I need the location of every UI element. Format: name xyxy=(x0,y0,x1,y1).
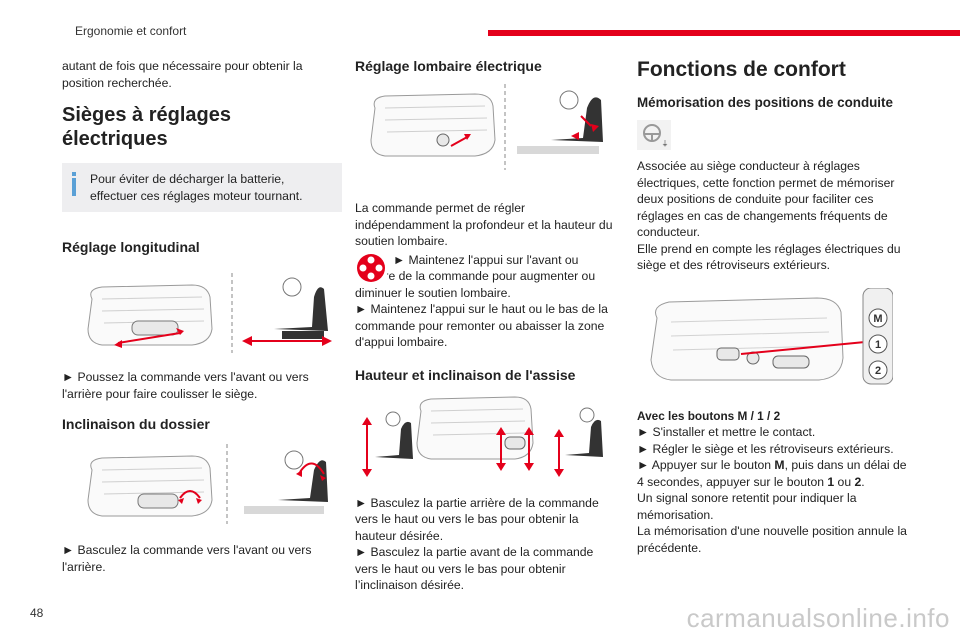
seat-height-illustration xyxy=(355,393,615,485)
header-accent-bar xyxy=(488,30,960,36)
section-header: Ergonomie et confort xyxy=(75,24,187,38)
cancel-text: La mémorisation d'une nouvelle position … xyxy=(637,524,907,555)
info-icon xyxy=(72,172,76,196)
lumbar-instructions: ► Maintenez l'appui sur l'avant ou l'arr… xyxy=(355,251,615,302)
seat-longitudinal-illustration xyxy=(62,269,342,357)
heading-lumbar: Réglage lombaire électrique xyxy=(355,58,542,74)
section-title-comfort: Fonctions de confort xyxy=(637,58,846,81)
column-2: Réglage lombaire électrique La commande … xyxy=(355,58,615,594)
memory-button-m: M xyxy=(873,313,882,325)
battery-note-text: Pour éviter de décharger la batterie, ef… xyxy=(90,172,303,203)
page-number: 48 xyxy=(30,606,44,620)
lumbar-control-icon xyxy=(355,251,387,284)
buttons-label: Avec les boutons M / 1 / 2 xyxy=(637,408,781,423)
intro-text: autant de fois que nécessaire pour obten… xyxy=(62,59,303,90)
lumbar-text-3: ► Maintenez l'appui sur le haut ou le ba… xyxy=(355,302,608,349)
heading-backrest: Inclinaison du dossier xyxy=(62,416,210,432)
column-1: autant de fois que nécessaire pour obten… xyxy=(62,58,342,575)
step-3: ► Appuyer sur le bouton M, puis dans un … xyxy=(637,458,907,489)
memory-buttons-illustration: M 1 2 xyxy=(637,287,907,392)
seat-backrest-illustration xyxy=(62,444,342,528)
steering-wheel-icon xyxy=(637,120,671,150)
heading-seat-height: Hauteur et inclinaison de l'assise xyxy=(355,366,576,383)
column-3: Fonctions de confort Mémorisation des po… xyxy=(637,58,907,556)
height-text-1: ► Basculez la partie arrière de la comma… xyxy=(355,495,599,543)
lumbar-illustration xyxy=(355,84,615,174)
heading-memory: Mémorisation des positions de conduite xyxy=(637,95,893,110)
memory-text-1: Associée au siège conducteur à réglages … xyxy=(637,159,895,239)
watermark: carmanualsonline.info xyxy=(686,603,950,633)
lumbar-text-2: ► Maintenez l'appui sur l'avant ou l'arr… xyxy=(355,252,596,300)
battery-note: Pour éviter de décharger la batterie, ef… xyxy=(62,163,342,212)
lumbar-text-1: La commande permet de régler indépendamm… xyxy=(355,201,613,248)
height-text-2: ► Basculez la partie avant de la command… xyxy=(355,545,594,592)
step-1: ► S'installer et mettre le contact. xyxy=(637,425,816,439)
memory-text-2: Elle prend en compte les réglages électr… xyxy=(637,241,901,273)
memory-button-2: 2 xyxy=(875,365,881,377)
section-title-electric-seats: Sièges à réglages électriques xyxy=(62,104,231,150)
memory-button-1: 1 xyxy=(875,339,881,351)
signal-text: Un signal sonore retentit pour indiquer … xyxy=(637,491,857,522)
step-2: ► Régler le siège et les rétroviseurs ex… xyxy=(637,441,894,456)
heading-longitudinal: Réglage longitudinal xyxy=(62,239,200,255)
backrest-text: ► Basculez la commande vers l'avant ou v… xyxy=(62,543,312,574)
longitudinal-text: ► Poussez la commande vers l'avant ou ve… xyxy=(62,370,309,401)
